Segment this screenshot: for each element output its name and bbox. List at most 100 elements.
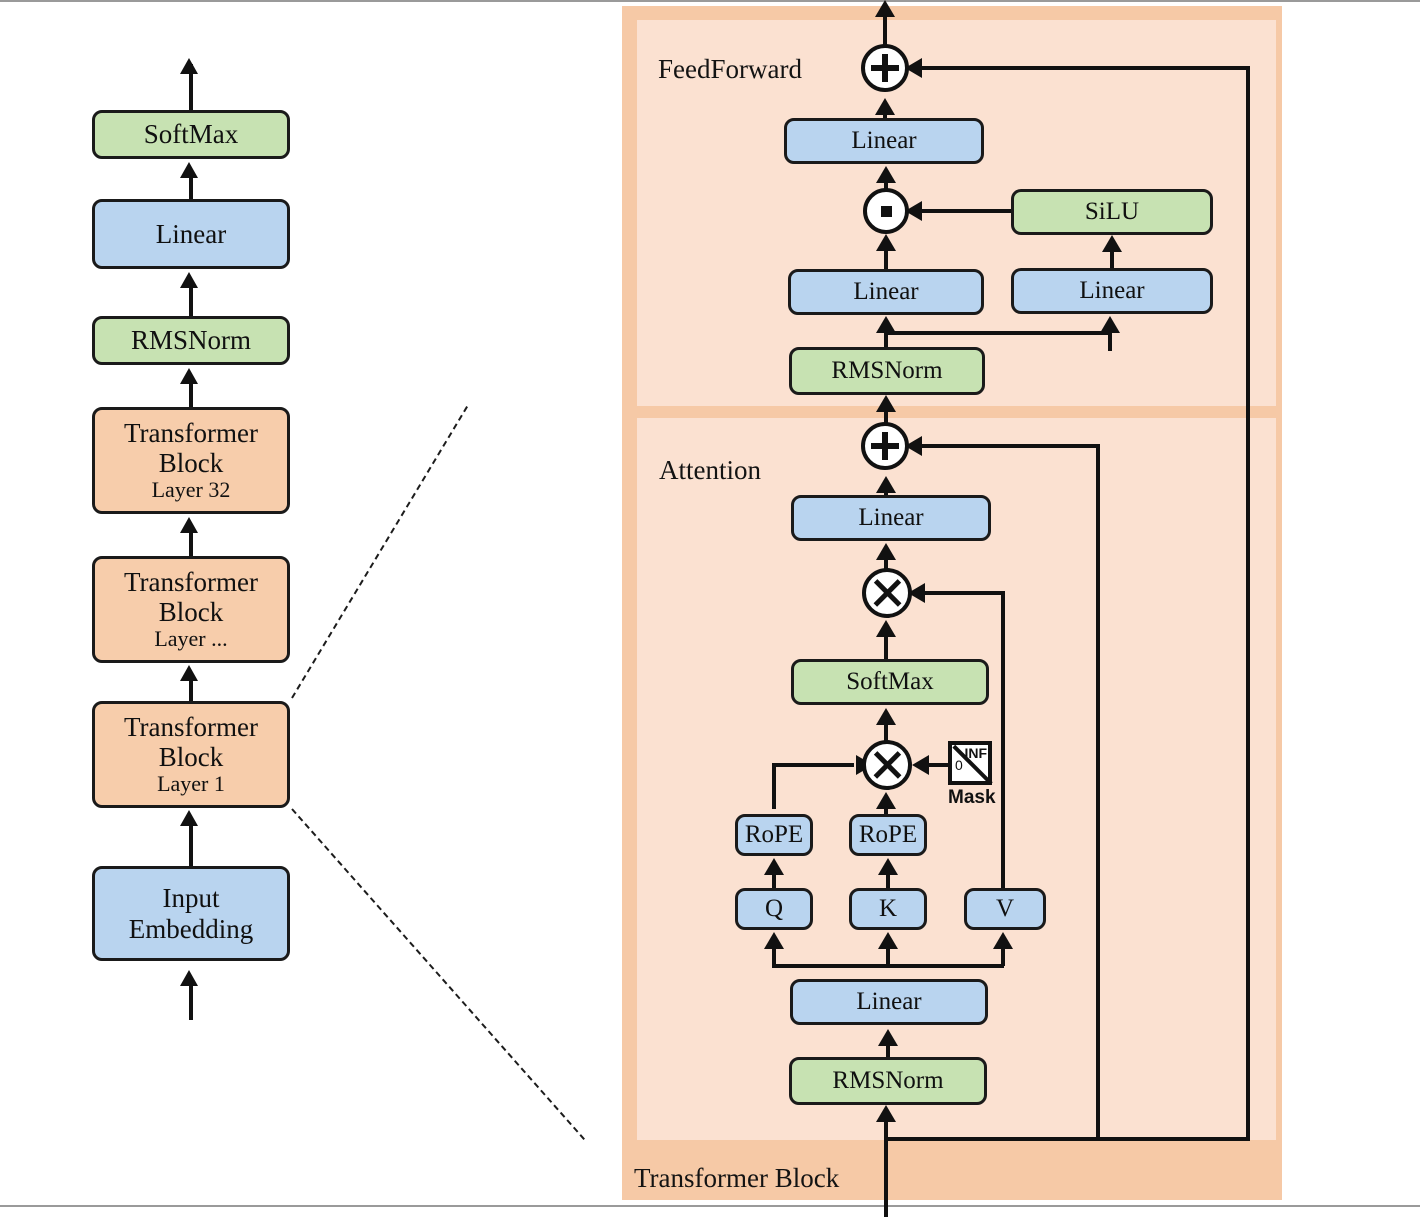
attn-node-k[interactable]: K	[849, 888, 927, 930]
attention-mask-label: Mask	[948, 787, 996, 808]
ff-node-rmsnorm[interactable]: RMSNorm	[789, 347, 985, 395]
k-to-rope-line	[886, 872, 890, 890]
left-node-blockn-line2: Block	[158, 597, 224, 628]
left-arrow-linear-to-softmax-line	[189, 176, 193, 211]
left-arrow-block1-to-blockn-head	[180, 665, 198, 681]
attn-residual-arrowhead	[905, 436, 922, 456]
ff-rmsnorm-input-head	[876, 395, 896, 412]
attention-qk-matmul-operator	[862, 740, 912, 790]
qkv-to-v-line	[1001, 946, 1005, 966]
attn-node-q[interactable]: Q	[735, 888, 813, 930]
feedforward-add-operator	[861, 44, 909, 92]
mask-lower-value: 0	[955, 757, 963, 773]
left-arrow-embedding-to-block1-line	[189, 824, 193, 866]
attn-qk-to-softmax-line	[884, 722, 888, 748]
ff-residual-arrowhead	[905, 58, 922, 78]
v-to-av-vertical	[1001, 591, 1005, 891]
left-node-transformer-block-32[interactable]: Transformer Block Layer 32	[92, 407, 290, 514]
q-rope-to-qk-vertical	[772, 763, 776, 809]
qkv-to-k-head	[878, 932, 898, 949]
left-node-linear[interactable]: Linear	[92, 199, 290, 269]
ff-rmsnorm-to-uplinear-line	[1108, 331, 1112, 351]
callout-line-top	[291, 406, 468, 699]
ff-uplinear-to-silu-head	[1102, 235, 1122, 252]
left-node-block1-sublabel: Layer 1	[157, 771, 225, 797]
k-to-rope-head	[878, 858, 898, 875]
attn-node-v[interactable]: V	[964, 888, 1046, 930]
rope-k-label: RoPE	[858, 821, 918, 848]
ff-silu-label: SiLU	[1084, 198, 1140, 225]
attn-node-rope-k[interactable]: RoPE	[849, 814, 927, 856]
ff-gate-linear-label: Linear	[853, 278, 919, 305]
attn-node-qkv-linear[interactable]: Linear	[790, 979, 988, 1025]
attn-outlinear-to-add-head	[876, 476, 896, 493]
left-node-rmsnorm[interactable]: RMSNorm	[92, 316, 290, 365]
ff-out-linear-label: Linear	[851, 127, 917, 154]
ff-node-out-linear[interactable]: Linear	[784, 118, 984, 164]
attn-node-rmsnorm[interactable]: RMSNorm	[789, 1057, 987, 1105]
attn-rmsnorm-label: RMSNorm	[832, 1067, 944, 1094]
left-node-block1-line1: Transformer	[124, 711, 258, 742]
feedforward-multiply-operator	[863, 188, 909, 234]
attn-node-rope-q[interactable]: RoPE	[735, 814, 813, 856]
attn-rmsnorm-to-linear-head	[878, 1029, 898, 1046]
ff-rmsnorm-up-line	[884, 330, 888, 352]
attn-softmax-to-av-line	[884, 634, 888, 666]
attn-residual-vertical	[1096, 444, 1100, 1140]
ff-rmsnorm-to-uplinear-head	[1100, 316, 1120, 333]
ff-up-linear-label: Linear	[1079, 277, 1145, 304]
ff-node-silu[interactable]: SiLU	[1011, 189, 1213, 235]
v-to-av-arrowhead	[908, 583, 925, 603]
attn-node-softmax[interactable]: SoftMax	[791, 659, 989, 705]
attention-add-operator	[861, 422, 909, 470]
rope-q-label: RoPE	[744, 821, 804, 848]
block-input-line	[884, 1119, 888, 1217]
attn-softmax-label: SoftMax	[846, 668, 934, 695]
left-node-transformer-block-1[interactable]: Transformer Block Layer 1	[92, 701, 290, 808]
left-arrow-linear-to-softmax-head	[180, 162, 198, 178]
left-arrow-block32-to-rmsnorm-head	[180, 368, 198, 384]
ff-node-gate-linear[interactable]: Linear	[788, 269, 984, 315]
ff-gatelinear-to-mul-line	[884, 248, 888, 276]
callout-line-bottom	[291, 808, 585, 1140]
left-arrow-embedding-to-block1-head	[180, 810, 198, 826]
ff-residual-vertical	[1246, 66, 1250, 1139]
page-top-border	[0, 0, 1420, 2]
ff-residual-horizontal-top	[912, 66, 1250, 70]
q-to-rope-line	[772, 872, 776, 890]
left-node-rmsnorm-label: RMSNorm	[130, 325, 252, 356]
feedforward-panel-label: FeedForward	[658, 54, 802, 84]
attn-rmsnorm-to-linear-line	[886, 1043, 890, 1065]
mask-upper-value: -INF	[959, 745, 987, 761]
left-node-transformer-block-n[interactable]: Transformer Block Layer ...	[92, 556, 290, 663]
left-input-line	[189, 984, 193, 1020]
dot-product-icon	[880, 205, 892, 217]
ff-uplinear-to-silu-line	[1110, 249, 1114, 275]
left-input-arrowhead	[180, 970, 198, 986]
ff-gatelinear-to-mul-head	[876, 234, 896, 251]
left-arrow-block1-to-blockn-line	[189, 679, 193, 712]
page-bottom-border	[0, 1205, 1420, 1207]
transformer-block-panel-label: Transformer Block	[634, 1163, 840, 1193]
attn-out-linear-label: Linear	[858, 504, 924, 531]
attn-residual-horizontal-top	[912, 444, 1100, 448]
q-rope-to-qk-horizontal	[772, 763, 854, 767]
block-input-arrowhead	[876, 1105, 896, 1122]
k-label: K	[878, 895, 898, 922]
attention-panel-label: Attention	[659, 455, 761, 485]
block-output-line	[883, 6, 887, 50]
plus-icon-vertical	[882, 53, 888, 83]
left-output-line	[189, 64, 193, 112]
left-node-softmax-label: SoftMax	[143, 119, 239, 150]
attn-node-out-linear[interactable]: Linear	[791, 495, 991, 541]
left-node-block32-line1: Transformer	[124, 417, 258, 448]
ff-rmsnorm-fanout-horizontal	[884, 331, 1112, 335]
left-node-softmax[interactable]: SoftMax	[92, 110, 290, 159]
block-input-residual-branch	[884, 1137, 1250, 1141]
left-node-embedding-line1: Input	[162, 883, 220, 914]
mask-to-qk-arrowhead	[912, 755, 929, 775]
left-node-input-embedding[interactable]: Input Embedding	[92, 866, 290, 961]
ff-node-up-linear[interactable]: Linear	[1011, 268, 1213, 314]
qkv-to-q-head	[764, 932, 784, 949]
q-label: Q	[764, 895, 784, 922]
